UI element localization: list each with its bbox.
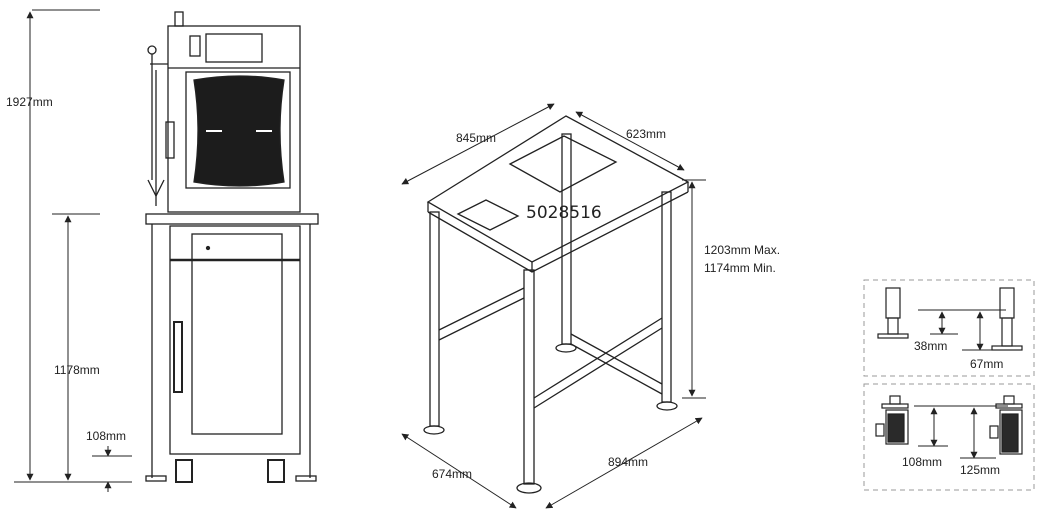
height-max-label: 1203mm Max. bbox=[704, 243, 780, 257]
top-width-label: 845mm bbox=[456, 131, 496, 145]
oven-window bbox=[193, 75, 285, 187]
total-height-label: 1927mm bbox=[6, 95, 53, 109]
caster-108-label: 108mm bbox=[902, 455, 942, 469]
top-depth-label: 623mm bbox=[626, 127, 666, 141]
foot-height-label: 108mm bbox=[86, 429, 126, 443]
stand-dimension-lines bbox=[401, 103, 706, 509]
stand-cabinet bbox=[145, 213, 319, 483]
caster-125-label: 125mm bbox=[960, 463, 1000, 477]
stand-height-label: 1178mm bbox=[54, 363, 100, 377]
combi-oven bbox=[147, 11, 301, 213]
foot-67-label: 67mm bbox=[970, 357, 1003, 371]
height-min-label: 1174mm Min. bbox=[704, 261, 776, 275]
height-dimension-lines bbox=[14, 9, 132, 492]
part-number-label: 5028516 bbox=[526, 203, 602, 223]
base-width-label: 894mm bbox=[608, 455, 648, 469]
oven-on-stand-view bbox=[14, 9, 319, 492]
foot-38-label: 38mm bbox=[914, 339, 947, 353]
base-depth-label: 674mm bbox=[432, 467, 472, 481]
casters-detail bbox=[863, 383, 1035, 491]
feet-detail bbox=[863, 279, 1035, 377]
stand-isometric-view bbox=[423, 115, 690, 494]
